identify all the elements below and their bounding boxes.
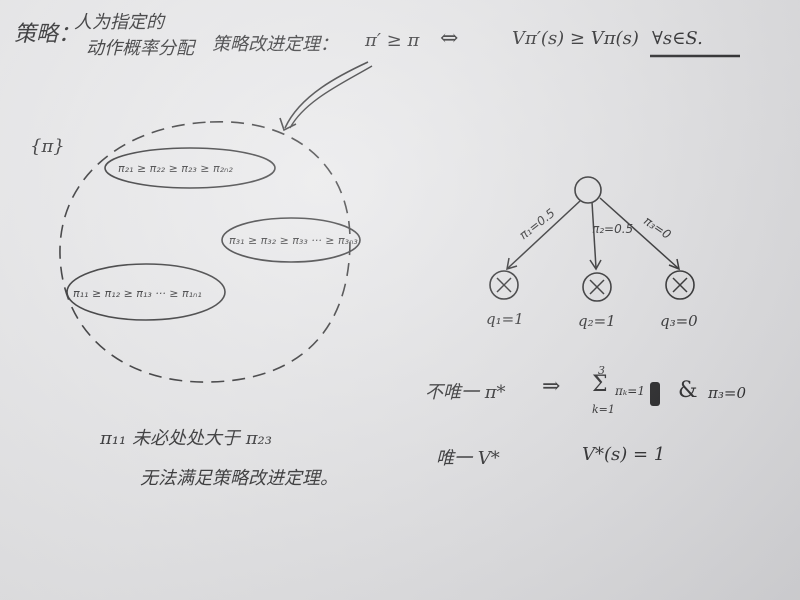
value-relation: Vπ′(s) ≥ Vπ(s): [512, 28, 639, 49]
unique-v-star: 唯一 V*: [436, 448, 500, 469]
pointer-arrow: [284, 61, 369, 129]
iff-symbol: ⇔: [440, 26, 459, 51]
and-symbol: &: [678, 378, 698, 403]
edge-label-left: π₁=0.5: [517, 206, 558, 242]
tree-root-node: [574, 176, 602, 204]
leaf-label-left: q₁=1: [486, 310, 524, 328]
sum-upper-limit: 3: [598, 364, 605, 377]
tree-edge-middle: [591, 201, 597, 269]
edge-label-middle: π₂=0.5: [592, 222, 633, 236]
implies-symbol: ⇒: [542, 374, 561, 399]
sum-lower-limit: k=1: [592, 403, 615, 416]
chain-oval-1: [66, 263, 226, 321]
leaf-label-middle: q₂=1: [578, 312, 616, 330]
forall-s: ∀s∈S.: [652, 28, 703, 49]
non-unique-pi-star: 不唯一 π*: [425, 382, 506, 403]
policy-set-label: {π}: [30, 136, 65, 157]
v-star-equals-one: V*(s) = 1: [582, 444, 666, 465]
policy-desc-line1: 人为指定的: [74, 12, 164, 33]
policy-set-circle: [59, 121, 351, 383]
note-line1: π₁₁ 未必处处大于 π₂₃: [100, 428, 272, 449]
policy-desc-line2: 动作概率分配: [86, 38, 194, 59]
tree-leaf-left: [489, 270, 519, 300]
tree-arrowhead-middle: [589, 259, 602, 271]
ink-blot: [650, 382, 660, 406]
pi3-zero: π₃=0: [708, 384, 746, 402]
tree-arrowhead-right: [668, 258, 681, 271]
note-line2: 无法满足策略改进定理。: [140, 468, 338, 489]
tree-leaf-middle: [582, 272, 612, 302]
sum-expression: πₖ=1: [615, 384, 645, 398]
chain-text-1: π₁₁ ≥ π₁₂ ≥ π₁₃ ··· ≥ π₁ₙ₁: [73, 287, 202, 300]
chain-text-3: π₃₁ ≥ π₃₂ ≥ π₃₃ ··· ≥ π₃ₙ₃: [229, 234, 358, 247]
pi-prime-ge-pi: π′ ≥ π: [365, 30, 420, 51]
chain-oval-2: [104, 147, 276, 189]
tree-arrowhead-left: [506, 257, 518, 271]
edge-label-right: π₃=0: [641, 214, 674, 242]
policy-label: 策略：: [14, 22, 81, 47]
chain-oval-3: [221, 217, 361, 263]
pointer-arrow-second: [289, 65, 373, 129]
chain-text-2: π₂₁ ≥ π₂₂ ≥ π₂₃ ≥ π₂ₙ₂: [118, 162, 233, 175]
improvement-theorem-label: 策略改进定理：: [212, 34, 338, 55]
tree-edge-left: [507, 200, 581, 269]
leaf-label-right: q₃=0: [660, 312, 698, 330]
tree-leaf-right: [665, 270, 695, 300]
pointer-arrowhead: [279, 117, 297, 132]
sum-symbol: Σ: [592, 372, 608, 397]
tree-edge-right: [599, 197, 679, 269]
